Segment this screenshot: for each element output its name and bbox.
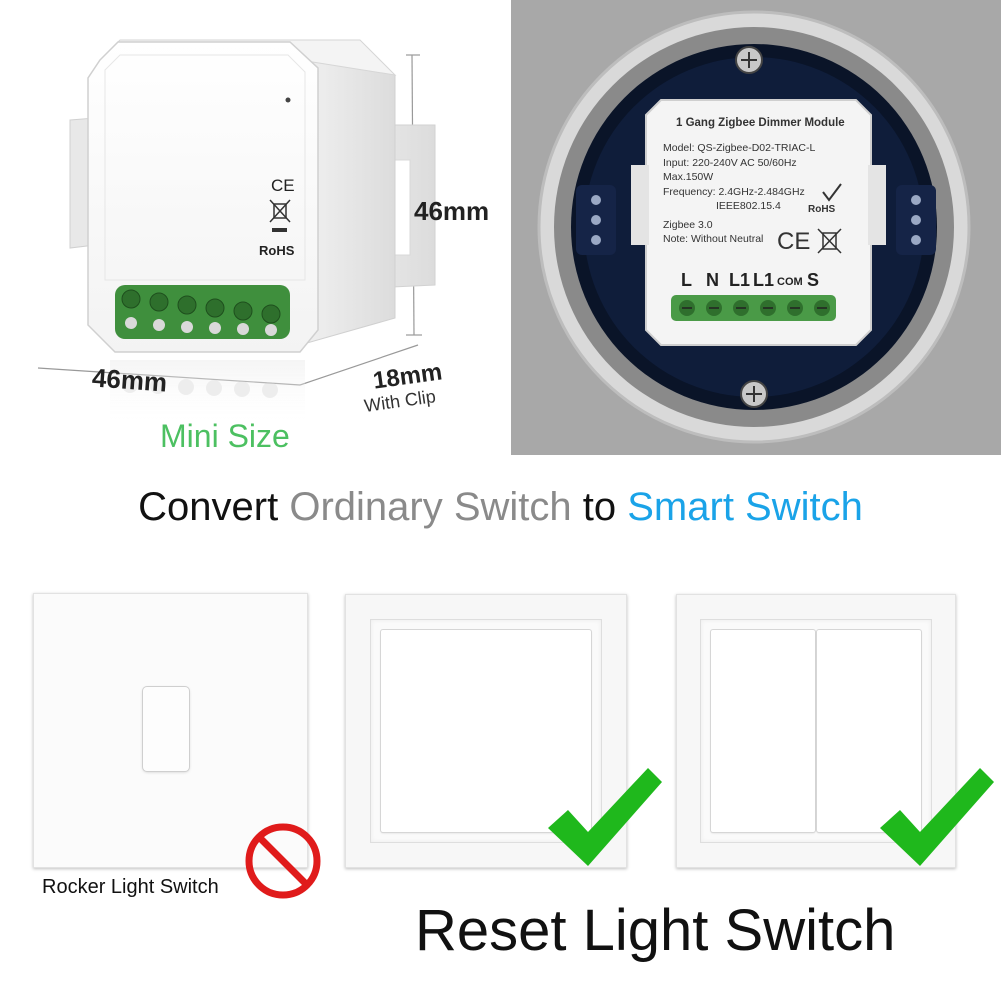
module-label-max: Max.150W [663,171,714,183]
module-label-model: Model: QS-Zigbee-D02-TRIAC-L [663,142,816,154]
label-weee-icon [817,228,842,254]
module-label-ieee: IEEE802.15.4 [716,200,781,212]
headline-smart-switch: Smart Switch [627,485,863,529]
weee-bin-icon [269,199,291,223]
label-check-icon [822,183,842,202]
terminal-label: L1 [753,270,775,290]
height-dimension-label: 46mm [414,196,490,226]
installed-drawing [511,0,1001,455]
module-label-frequency: Frequency: 2.4GHz-2.484GHz [663,186,805,198]
double-switch-right-key [817,630,921,832]
headline-to: to [582,485,617,529]
reset-light-switch-title: Reset Light Switch [415,898,896,963]
width-dimension-label: 46mm [91,362,169,398]
headline-convert: Convert [138,485,279,529]
module-drawing [37,39,436,430]
prohibited-icon [245,823,321,899]
rocker-switch-plate [33,593,308,868]
terminal-label: N [706,270,719,290]
double-switch-left-key [711,630,815,832]
module-label-note: Note: Without Neutral [663,233,764,245]
check-icon [880,768,994,866]
module-ce-mark: CE [271,176,295,195]
installed-photo-panel: 1 Gang Zigbee Dimmer Module Model: QS-Zi… [511,0,1001,455]
single-reset-switch-plate [345,594,627,868]
terminal-label: L1 [729,270,751,290]
single-switch-frame [370,619,602,843]
convert-headline: Convert Ordinary Switch to Smart Switch [0,485,1001,530]
rocker-toggle [143,687,189,771]
double-switch-frame [700,619,932,843]
module-label-ce: CE [777,228,811,255]
single-switch-key [381,630,591,832]
module-photo-panel: CE RoHS 46mm 46mm 18mm With Clip Mini Si… [0,0,505,455]
terminal-label: COM [777,276,803,288]
module-label-zigbee: Zigbee 3.0 [663,219,713,231]
terminal-label: L [681,270,692,290]
terminal-label: S [807,270,820,290]
check-icon [548,768,662,866]
module-label-rohs: RoHS [808,204,836,215]
headline-ordinary-switch: Ordinary Switch [289,485,572,529]
rocker-switch-label: Rocker Light Switch [42,876,219,898]
mini-size-label: Mini Size [160,418,290,454]
module-label-title: 1 Gang Zigbee Dimmer Module [676,117,845,129]
module-label-input: Input: 220-240V AC 50/60Hz [663,157,797,169]
module-rohs-mark: RoHS [259,243,295,258]
